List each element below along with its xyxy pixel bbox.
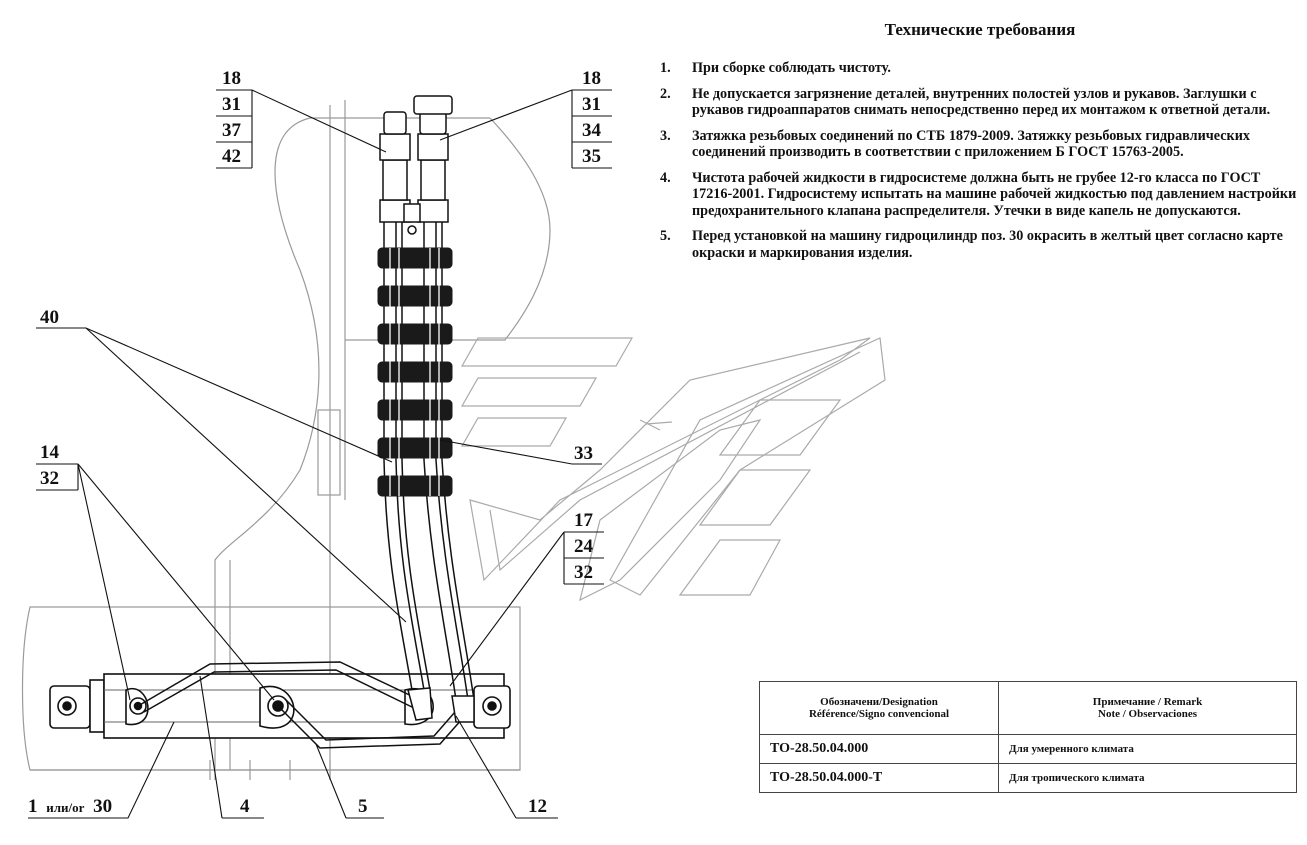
callout-5: 5 xyxy=(358,796,368,817)
requirement-item: 4. Чистота рабочей жидкости в гидросисте… xyxy=(660,170,1300,220)
callout-14: 14 xyxy=(40,442,60,463)
callout-31-left: 31 xyxy=(222,94,241,115)
technical-requirements-title: Технические требования xyxy=(884,20,1076,39)
designation-header: Обозначени/Designation Référence/Signo c… xyxy=(759,681,999,735)
callout-4: 4 xyxy=(240,796,250,817)
requirement-item: 1. При сборке соблюдать чистоту. xyxy=(660,60,1300,77)
callout-40: 40 xyxy=(40,307,59,328)
remark-header: Примечание / Remark Note / Observaciones xyxy=(998,681,1297,735)
requirement-number: 5. xyxy=(660,228,671,244)
reflective-chevron-marks xyxy=(460,337,886,602)
hydraulic-cylinder xyxy=(49,673,511,739)
callout-32-right: 32 xyxy=(574,562,593,583)
callout-labels: 18 31 37 42 18 31 34 35 40 14 32 33 17 2… xyxy=(28,68,602,817)
technical-requirements: Технические требования 1. При сборке соб… xyxy=(660,20,1300,270)
requirement-number: 4. xyxy=(660,169,671,186)
requirement-number: 2. xyxy=(660,85,671,102)
callout-24: 24 xyxy=(574,536,594,557)
requirement-text: Не допускается загрязнение деталей, внут… xyxy=(692,85,1271,119)
callout-18-left: 18 xyxy=(222,68,241,89)
requirement-text: Перед установкой на машину гидроцилиндр … xyxy=(692,228,1283,261)
callout-31-right: 31 xyxy=(582,94,601,115)
table-row: ТО-28.50.04.000-Т Для тропического клима… xyxy=(759,763,1297,793)
requirement-item: 3. Затяжка резьбовых соединений по СТБ 1… xyxy=(660,128,1300,161)
requirement-number: 3. xyxy=(660,127,671,144)
callout-12: 12 xyxy=(528,796,547,817)
hose-protective-sleeves xyxy=(377,247,453,497)
requirement-number: 1. xyxy=(660,60,671,76)
callout-17: 17 xyxy=(574,510,594,531)
requirement-text: Затяжка резьбовых соединений по СТБ 1879… xyxy=(692,127,1250,161)
leader-lines xyxy=(28,89,612,819)
rigid-pipes xyxy=(137,661,471,749)
requirement-text: Чистота рабочей жидкости в гидросистеме … xyxy=(692,169,1297,219)
callout-35: 35 xyxy=(582,146,601,167)
designation-cell: ТО-28.50.04.000 xyxy=(759,734,999,764)
designation-table: Обозначени/Designation Référence/Signo c… xyxy=(759,681,1297,793)
callout-34: 34 xyxy=(582,120,602,141)
callout-18-right: 18 xyxy=(582,68,601,89)
callout-1: 1 xyxy=(28,796,38,817)
table-header-row: Обозначени/Designation Référence/Signo c… xyxy=(759,681,1297,735)
requirement-text: При сборке соблюдать чистоту. xyxy=(692,60,891,76)
designation-cell: ТО-28.50.04.000-Т xyxy=(759,763,999,793)
callout-32-left: 32 xyxy=(40,468,59,489)
remark-cell: Для тропического климата xyxy=(998,763,1297,793)
hoses-and-fittings xyxy=(379,95,475,723)
requirements-list: 1. При сборке соблюдать чистоту. 2. Не д… xyxy=(660,60,1300,261)
callout-33: 33 xyxy=(574,443,593,464)
callout-42: 42 xyxy=(222,146,241,167)
table-row: ТО-28.50.04.000 Для умеренного климата xyxy=(759,734,1297,764)
callout-37: 37 xyxy=(222,120,242,141)
requirement-item: 5. Перед установкой на машину гидроцилин… xyxy=(660,228,1300,261)
remark-cell: Для умеренного климата xyxy=(998,734,1297,764)
callout-30: 30 xyxy=(93,796,112,817)
callout-1-or-30: 1 или/or 30 xyxy=(28,796,112,817)
callout-or-label: или/or xyxy=(46,800,84,815)
requirement-item: 2. Не допускается загрязнение деталей, в… xyxy=(660,86,1300,119)
